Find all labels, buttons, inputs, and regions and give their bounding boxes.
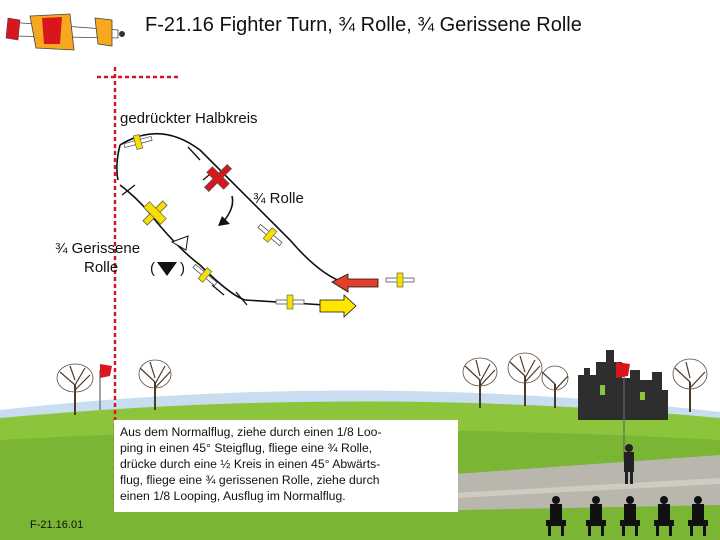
- roll-arrow: [222, 195, 234, 223]
- description-box: Aus dem Normalflug, ziehe durch einen 1/…: [114, 420, 458, 512]
- description-line: ping in einen 45° Steigflug, fliege eine…: [120, 441, 373, 455]
- judge-icon: [654, 496, 674, 536]
- snap-triangle-icon: [157, 262, 177, 276]
- label-half-circle: gedrückter Halbkreis: [120, 110, 258, 127]
- exit-arrow: [319, 294, 357, 318]
- label-paren-close: ): [180, 260, 185, 277]
- roll-arrow-head: [218, 216, 230, 226]
- judge-icon: [546, 496, 566, 536]
- judge-icon: [688, 496, 708, 536]
- label-paren-open: (: [150, 260, 155, 277]
- page-title: F-21.16 Fighter Turn, ¾ Rolle, ¾ Gerisse…: [145, 14, 582, 36]
- tree-icon: [462, 357, 498, 408]
- description-line: Aus dem Normalflug, ziehe durch einen 1/…: [120, 425, 382, 439]
- description-line: drücke durch eine ½ Kreis in einen 45° A…: [120, 457, 381, 471]
- plane-icon: [123, 134, 153, 150]
- aerobatic-plane-icon: [5, 13, 125, 51]
- plane-icon: [385, 272, 415, 288]
- tree-icon: [541, 365, 569, 408]
- tree-icon: [672, 358, 708, 412]
- tree-icon: [138, 359, 172, 410]
- plane-icon: [257, 223, 283, 247]
- plane-icon: [203, 163, 233, 193]
- snap-triangle-outline: [170, 235, 189, 251]
- castle-ruin-icon: [578, 350, 668, 420]
- tree-icon: [56, 363, 94, 415]
- red-flag-icon: [616, 362, 630, 460]
- plane-icon: [275, 294, 305, 310]
- description-line: einen 1/8 Looping, Ausflug im Normalflug…: [120, 489, 346, 503]
- figure-code: F-21.16.01: [30, 519, 84, 531]
- plane-icon: [192, 263, 218, 287]
- entry-arrow: [331, 273, 379, 293]
- plane-icon: [142, 200, 168, 226]
- judge-icon: [586, 496, 606, 536]
- tree-icon: [507, 352, 543, 406]
- pilot-icon: [624, 444, 634, 484]
- flight-path: [116, 132, 346, 306]
- description-line: flug, fliege eine ¾ gerissenen Rolle, zi…: [120, 473, 380, 487]
- red-flag-icon: [99, 364, 112, 410]
- label-roll: ¾ Rolle: [253, 190, 304, 207]
- label-snap-roll-line1: ¾ Gerissene: [55, 240, 141, 257]
- label-snap-roll-line2: Rolle: [84, 259, 119, 276]
- judge-icon: [620, 496, 640, 536]
